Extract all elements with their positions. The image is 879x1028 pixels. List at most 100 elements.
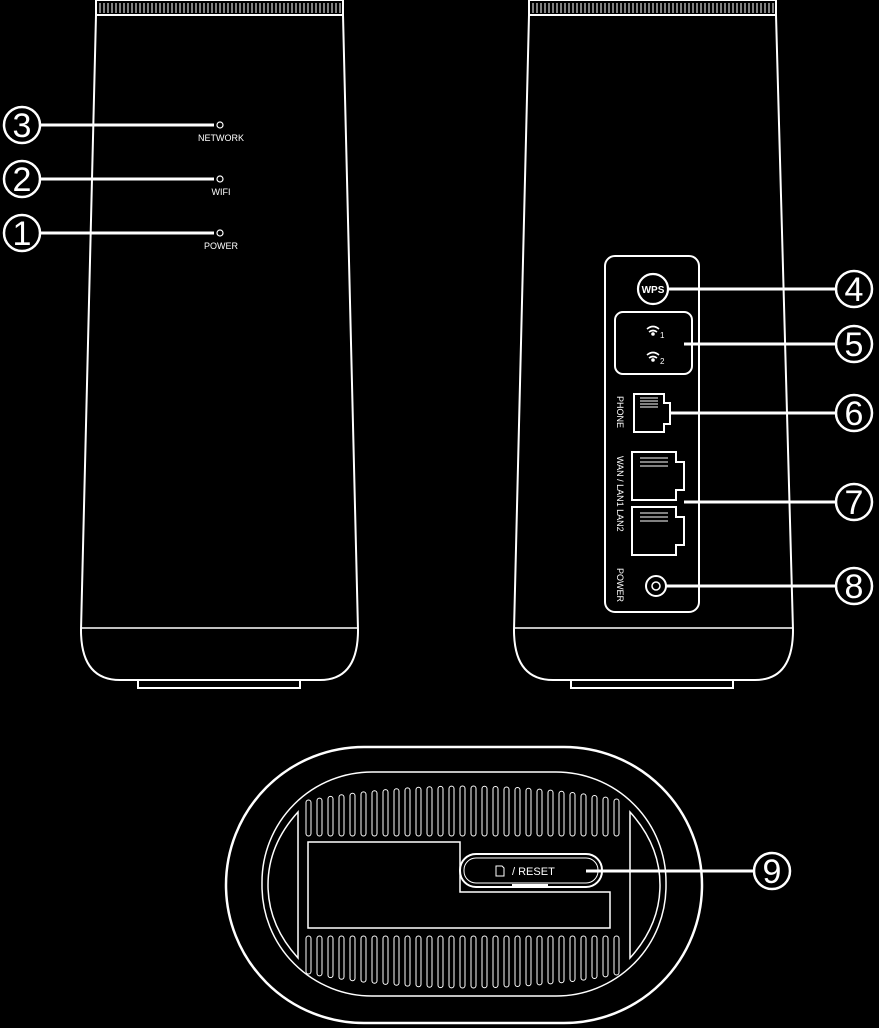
vent-slot bbox=[305, 799, 312, 837]
vent-slot bbox=[305, 935, 312, 975]
vent-slot bbox=[349, 935, 356, 982]
back-foot bbox=[570, 680, 734, 689]
vent-slot bbox=[481, 935, 488, 989]
power-jack[interactable] bbox=[645, 575, 667, 597]
reset-label: / RESET bbox=[512, 866, 555, 878]
callout-6: 6 bbox=[670, 393, 874, 433]
vent-slot bbox=[503, 935, 510, 988]
vent-slot bbox=[415, 935, 422, 988]
vent-slot bbox=[569, 935, 576, 982]
vent-slot bbox=[404, 787, 411, 837]
callout-4-number: 4 bbox=[845, 271, 864, 309]
bottom-outer-shell bbox=[224, 745, 704, 1025]
callout-9-number: 9 bbox=[763, 853, 782, 891]
vent-slot bbox=[382, 935, 389, 985]
callout-8: 8 bbox=[666, 566, 874, 606]
wifi-1-icon bbox=[646, 325, 660, 336]
wifi-buttons[interactable]: 1 2 bbox=[614, 311, 693, 375]
callout-3-number: 3 bbox=[13, 107, 32, 145]
callout-3: 3 bbox=[2, 105, 214, 145]
bottom-view: / RESET 9 bbox=[224, 745, 792, 1025]
vent-slot bbox=[470, 785, 477, 837]
wifi-label: WIFI bbox=[212, 187, 231, 197]
vent-slot bbox=[536, 935, 543, 986]
vent-slot bbox=[316, 797, 323, 837]
front-top-vent bbox=[95, 0, 344, 16]
front-body bbox=[79, 14, 360, 681]
vent-slot bbox=[602, 935, 609, 978]
callout-5-number: 5 bbox=[845, 326, 864, 364]
vent-slot bbox=[327, 935, 334, 979]
vent-slot bbox=[525, 935, 532, 987]
wifi-2-label: 2 bbox=[660, 357, 665, 366]
vent-slot bbox=[393, 788, 400, 837]
sim-card-icon bbox=[495, 865, 505, 877]
callout-9: 9 bbox=[586, 851, 792, 891]
callout-1: 1 bbox=[2, 213, 214, 253]
vent-slot bbox=[338, 935, 345, 980]
callout-7-number: 7 bbox=[845, 484, 864, 522]
vent-slot bbox=[558, 790, 565, 837]
vent-slot bbox=[360, 791, 367, 837]
wifi-2-icon bbox=[646, 351, 660, 362]
vent-slot bbox=[459, 785, 466, 837]
vent-slot bbox=[569, 792, 576, 837]
vent-slot bbox=[360, 935, 367, 983]
wifi-led bbox=[216, 175, 224, 183]
vent-slot bbox=[448, 935, 455, 989]
vent-slot bbox=[316, 935, 323, 977]
vent-slot bbox=[470, 935, 477, 989]
vent-slot bbox=[613, 798, 620, 837]
lan2-port[interactable] bbox=[631, 506, 685, 556]
vent-slot bbox=[613, 935, 620, 976]
vent-slot bbox=[536, 788, 543, 837]
vent-slot bbox=[514, 935, 521, 987]
vent-slot bbox=[481, 785, 488, 837]
label-plate bbox=[307, 841, 611, 929]
phone-label: PHONE bbox=[615, 396, 625, 428]
wifi-1-label: 1 bbox=[660, 331, 665, 340]
vent-slot bbox=[371, 935, 378, 984]
callout-8-number: 8 bbox=[845, 568, 864, 606]
back-body bbox=[512, 14, 795, 681]
power-port-label: POWER bbox=[615, 568, 625, 603]
wps-button[interactable]: WPS bbox=[636, 272, 670, 306]
vent-slot bbox=[558, 935, 565, 984]
vent-slot bbox=[547, 935, 554, 985]
callout-4: 4 bbox=[668, 269, 874, 309]
vent-slot bbox=[459, 935, 466, 989]
front-foot bbox=[137, 680, 301, 689]
vent-slot bbox=[492, 786, 499, 837]
back-top-vent bbox=[528, 0, 777, 16]
callout-5: 5 bbox=[684, 324, 874, 364]
callout-2: 2 bbox=[2, 159, 214, 199]
vent-slot bbox=[525, 787, 532, 837]
port-panel bbox=[604, 255, 700, 613]
power-led-label: POWER bbox=[204, 241, 239, 251]
vent-slot bbox=[426, 935, 433, 988]
vent-slot bbox=[426, 786, 433, 837]
vent-slot bbox=[514, 787, 521, 837]
vent-slot bbox=[437, 935, 444, 989]
vent-slot bbox=[393, 935, 400, 986]
bottom-bottom-vents bbox=[305, 935, 620, 989]
right-foot bbox=[629, 810, 661, 960]
vent-slot bbox=[404, 935, 411, 987]
vent-slot bbox=[415, 786, 422, 837]
network-label: NETWORK bbox=[198, 133, 244, 143]
wan-lan1-port[interactable] bbox=[631, 451, 685, 501]
vent-slot bbox=[349, 792, 356, 837]
vent-slot bbox=[448, 785, 455, 837]
vent-slot bbox=[503, 786, 510, 837]
vent-slot bbox=[602, 796, 609, 837]
vent-slot bbox=[591, 935, 598, 980]
vent-slot bbox=[580, 935, 587, 981]
phone-port[interactable] bbox=[633, 393, 671, 433]
callout-1-number: 1 bbox=[13, 215, 32, 253]
vent-slot bbox=[382, 789, 389, 837]
bottom-inner-ring bbox=[261, 771, 667, 997]
callout-7: 7 bbox=[684, 482, 874, 522]
vent-slot bbox=[492, 935, 499, 988]
network-led bbox=[216, 121, 224, 129]
vent-slot bbox=[338, 794, 345, 837]
